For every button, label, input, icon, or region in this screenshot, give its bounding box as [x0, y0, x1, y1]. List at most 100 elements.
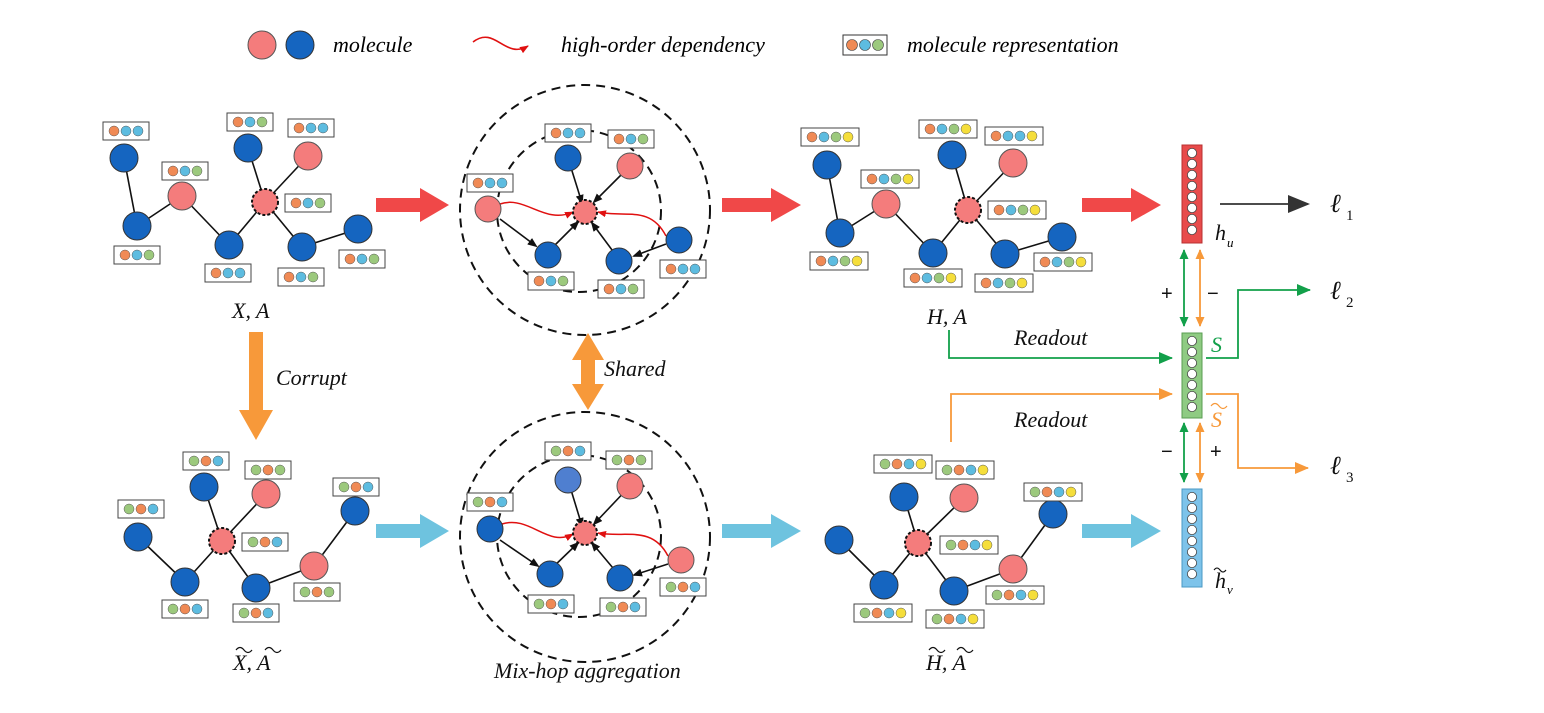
representation-box — [597, 279, 645, 299]
label-ha-tilde: H, A — [925, 646, 974, 675]
sign-plus-top: + — [1161, 283, 1173, 305]
sign-minus-top: − — [1207, 283, 1219, 305]
svg-text:S: S — [1211, 407, 1222, 432]
representation-box — [974, 273, 1034, 293]
label-shared: Shared — [604, 356, 667, 381]
svg-text:2: 2 — [1346, 295, 1354, 311]
legend-representation-label: molecule representation — [907, 32, 1119, 57]
representation-box — [605, 450, 653, 470]
label-loss2: ℓ 2 — [1330, 276, 1354, 311]
legend-red-molecule-icon — [247, 30, 277, 60]
embedding-unit — [1187, 224, 1198, 235]
mixhop-bottom — [459, 411, 711, 663]
legend: molecule high-order dependency molecule … — [247, 30, 1119, 60]
embedding-unit — [1187, 390, 1198, 401]
svg-text:u: u — [1227, 235, 1234, 250]
arrow-cyan-1 — [376, 514, 449, 548]
embedding-unit — [1187, 357, 1198, 368]
label-s-tilde: S — [1210, 402, 1228, 432]
representation-box — [809, 251, 869, 271]
sign-minus-bottom: − — [1161, 441, 1173, 463]
representation-box — [293, 582, 341, 602]
representation-box — [659, 259, 707, 279]
representation-box — [903, 268, 963, 288]
representation-box — [984, 126, 1044, 146]
legend-blue-molecule-icon — [285, 30, 315, 60]
label-hu: h u — [1215, 220, 1234, 250]
representation-box — [102, 121, 150, 141]
arrow-red-2 — [722, 188, 801, 222]
embedding-unit — [1187, 401, 1198, 412]
representation-box — [466, 173, 514, 193]
representation-box — [544, 441, 592, 461]
sign-plus-bottom: + — [1210, 441, 1222, 463]
arrow-corrupt — [239, 332, 273, 440]
representation-box — [1033, 252, 1093, 272]
label-ha: H, A — [926, 304, 967, 329]
svg-text:ℓ: ℓ — [1330, 451, 1341, 480]
embedding-unit — [1187, 202, 1198, 213]
label-xa: X, A — [231, 298, 270, 323]
svg-text:H, A: H, A — [925, 650, 966, 675]
arrow-cyan-2 — [722, 514, 801, 548]
embedding-unit — [1187, 491, 1198, 502]
svg-text:3: 3 — [1346, 470, 1354, 486]
embedding-unit — [1187, 547, 1198, 558]
representation-box — [853, 603, 913, 623]
label-xa-tilde: X, A — [232, 646, 282, 675]
embedding-unit — [1187, 379, 1198, 390]
representation-box — [599, 597, 647, 617]
representation-box — [527, 271, 575, 291]
representation-box — [241, 532, 289, 552]
embedding-unit — [1187, 368, 1198, 379]
embedding-unit — [1187, 514, 1198, 525]
representation-box — [873, 454, 933, 474]
svg-text:h: h — [1215, 568, 1226, 593]
label-readout-bottom: Readout — [1013, 407, 1088, 432]
embedding-unit — [1187, 335, 1198, 346]
embedding-unit — [1187, 536, 1198, 547]
representation-box — [332, 477, 380, 497]
representation-box — [939, 535, 999, 555]
representation-box — [113, 245, 161, 265]
representation-box — [226, 112, 274, 132]
representation-box — [161, 161, 209, 181]
representation-box — [987, 200, 1047, 220]
label-s: S — [1211, 332, 1222, 357]
label-corrupt: Corrupt — [276, 365, 348, 390]
representation-box — [161, 599, 209, 619]
representation-box — [935, 460, 995, 480]
svg-text:h: h — [1215, 220, 1226, 245]
representation-box — [985, 585, 1045, 605]
representation-box — [659, 577, 707, 597]
arrow-cyan-3 — [1082, 514, 1161, 548]
svg-text:X, A: X, A — [232, 650, 271, 675]
representation-box — [1023, 482, 1083, 502]
representation-box — [466, 492, 514, 512]
representation-box — [232, 603, 280, 623]
representation-box — [287, 118, 335, 138]
svg-text:ℓ: ℓ — [1330, 189, 1341, 218]
representation-box — [918, 119, 978, 139]
mixhop-top — [459, 84, 711, 336]
label-loss1: ℓ 1 — [1330, 189, 1354, 224]
label-hv: h v — [1213, 567, 1233, 597]
representation-box — [277, 267, 325, 287]
representation-box — [925, 609, 985, 629]
svg-text:ℓ: ℓ — [1330, 276, 1341, 305]
readout-line-top — [948, 330, 1173, 364]
arrow-shared — [572, 333, 604, 410]
representation-box — [544, 123, 592, 143]
legend-molecule-label: molecule — [333, 32, 413, 57]
embedding-unit — [1187, 147, 1198, 158]
graph-ha — [800, 119, 1093, 293]
hv-vector — [1181, 488, 1203, 588]
embedding-unit — [1187, 525, 1198, 536]
loss2-arrow — [1206, 284, 1311, 359]
label-mixhop: Mix-hop aggregation — [493, 658, 681, 683]
representation-box — [338, 249, 386, 269]
representation-box — [284, 193, 332, 213]
legend-dependency-icon — [472, 36, 529, 54]
embedding-unit — [1187, 213, 1198, 224]
